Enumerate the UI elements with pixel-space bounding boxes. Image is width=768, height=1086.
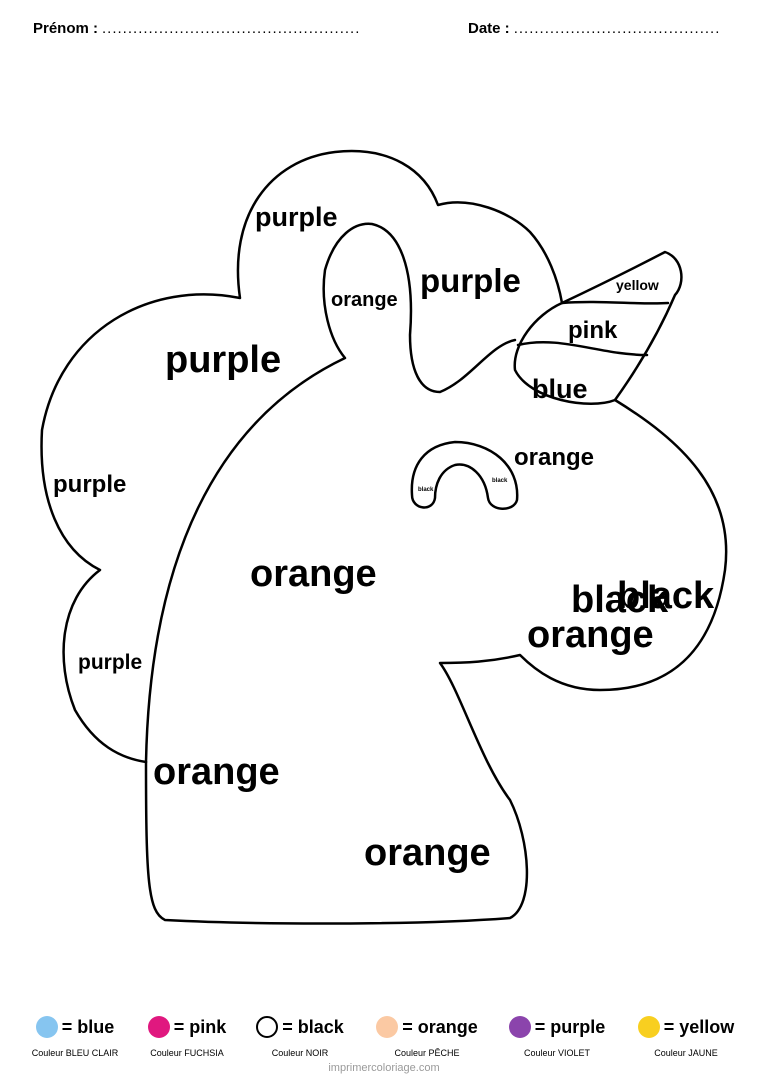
label-face-upper: orange [514, 444, 594, 471]
legend-french: Couleur FUCHSIA [150, 1048, 224, 1058]
legend-word: = pink [173, 1016, 227, 1037]
label-snout: orange [527, 614, 654, 656]
label-top-mane: purple [255, 202, 338, 232]
label-eye-right: black [492, 478, 508, 484]
legend-item-blue: = blue Couleur BLEU CLAIR [10, 1012, 140, 1058]
legend-word: = black [282, 1016, 344, 1037]
label-nostril-2: black [617, 575, 715, 617]
horn-band-1 [560, 300, 670, 305]
horn-band-2 [516, 341, 649, 357]
label-eye-left: black [418, 487, 434, 493]
legend-french: Couleur PÊCHE [394, 1048, 460, 1058]
name-field[interactable]: Prénom :................................… [33, 20, 360, 37]
label-neck: orange [250, 553, 377, 595]
yellow-swatch [637, 1016, 660, 1038]
label-neck-bottom: orange [364, 832, 491, 874]
label-lower-mane: purple [78, 651, 142, 674]
purple-swatch [508, 1016, 531, 1038]
legend-item-yellow: = yellow Couleur JAUNE [621, 1012, 751, 1058]
mane-inner-outline [144, 222, 517, 764]
legend-item-purple: = purple Couleur VIOLET [492, 1012, 622, 1058]
legend-word: = orange [402, 1016, 478, 1037]
blue-swatch [35, 1016, 58, 1038]
name-dots: ........................................… [102, 20, 361, 37]
head-outline [144, 398, 728, 925]
date-label: Date : [468, 20, 510, 37]
label-ear: orange [331, 289, 398, 311]
legend-word: = yellow [663, 1016, 735, 1037]
legend-item-black: = black Couleur NOIR [235, 1012, 365, 1058]
legend-french: Couleur NOIR [271, 1048, 329, 1058]
label-nostril-1: black [571, 579, 669, 621]
label-horn-base: blue [532, 374, 588, 404]
mane-outline [40, 149, 564, 764]
orange-swatch [376, 1016, 399, 1038]
legend-french: Couleur VIOLET [523, 1048, 591, 1058]
name-label: Prénom : [33, 20, 99, 37]
label-horn-tip: yellow [616, 277, 659, 293]
site-credit: imprimercoloriage.com [328, 1062, 440, 1074]
black-swatch [256, 1016, 279, 1038]
horn-outline [513, 250, 683, 405]
date-field[interactable]: Date :..................................… [468, 20, 720, 37]
label-neck-lower: orange [153, 751, 280, 793]
date-dots: ........................................ [513, 20, 721, 37]
legend-word: = purple [534, 1016, 606, 1037]
legend-french: Couleur JAUNE [654, 1048, 718, 1058]
legend-french: Couleur BLEU CLAIR [31, 1048, 119, 1058]
legend-item-orange: = orange Couleur PÊCHE [362, 1012, 492, 1058]
label-large-mane: purple [165, 339, 281, 381]
color-legend: = blue Couleur BLEU CLAIR = pink Couleur… [0, 1012, 768, 1072]
label-left-mane: purple [53, 471, 126, 498]
eye-outline [410, 440, 519, 510]
label-mid-mane: purple [420, 262, 521, 299]
label-horn-middle: pink [568, 317, 618, 344]
pink-swatch [147, 1016, 170, 1038]
legend-word: = blue [61, 1016, 115, 1037]
legend-item-pink: = pink Couleur FUCHSIA [122, 1012, 252, 1058]
